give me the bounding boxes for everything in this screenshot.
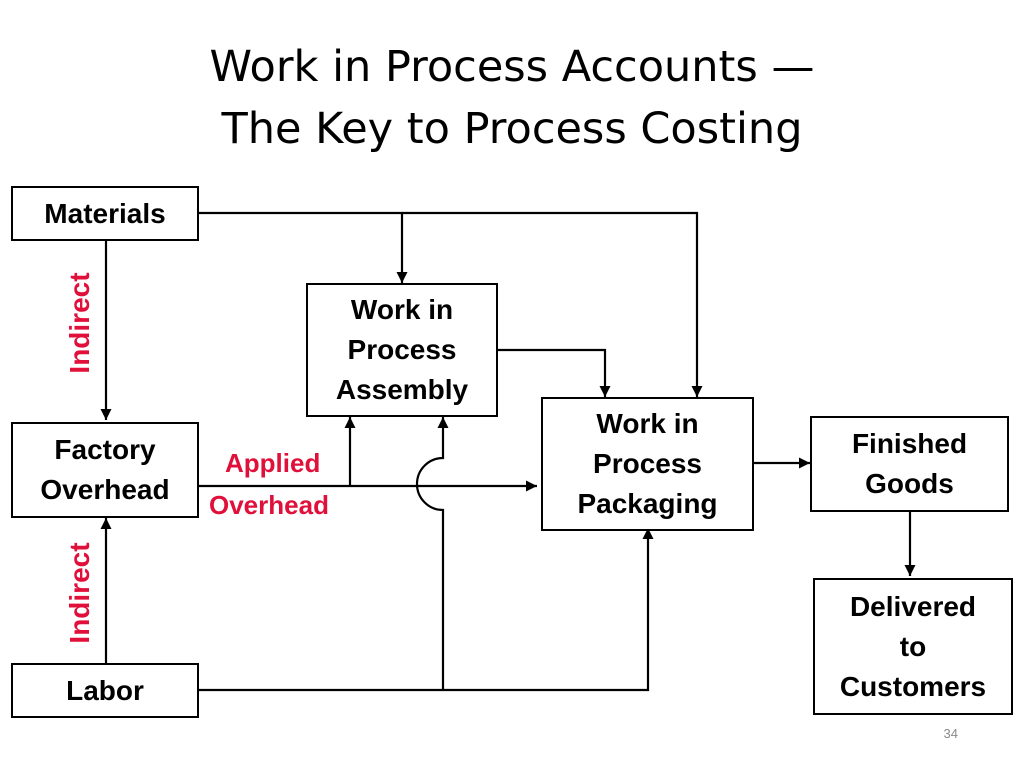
materials-label: Materials	[44, 197, 166, 229]
labor-to-assembly-line	[415, 417, 449, 690]
factory-overhead-box: Factory Overhead	[11, 422, 199, 518]
materials-box: Materials	[11, 186, 199, 241]
labor-main-line	[199, 528, 654, 692]
delivered-label-line-1: Delivered	[849, 590, 977, 622]
applied-label: Applied	[225, 448, 321, 478]
factory-overhead-label-line-2: Overhead	[40, 474, 170, 505]
wip-assembly-to-packaging-line	[498, 348, 611, 397]
wip-assembly-label-line-3: Assembly	[335, 374, 469, 405]
finished-goods-label-line-2: Goods	[865, 468, 954, 499]
delivered-to-customers-box: Delivered to Customers	[813, 578, 1013, 715]
wip-packaging-label-line-1: Work in	[596, 408, 699, 439]
wip-packaging-label-line-3: Packaging	[577, 488, 718, 519]
title-line-2: The Key to Process Costing	[221, 104, 803, 154]
title-line-1: Work in Process Accounts —	[209, 42, 815, 92]
factory-overhead-label-line-1: Factory	[54, 434, 156, 465]
wip-assembly-label-line-1: Work in	[350, 294, 454, 325]
labor-box: Labor	[11, 663, 199, 718]
slide-title: Work in Process Accounts — The Key to Pr…	[0, 36, 1024, 160]
wip-packaging-label-line-2: Process	[593, 448, 702, 479]
materials-to-wip-packaging-line	[402, 211, 703, 397]
delivered-label-line-2: to	[899, 630, 927, 662]
wip-assembly-label-line-2: Process	[347, 334, 457, 365]
indirect-labor-label: Indirect	[64, 542, 95, 644]
finished-goods-label-line-1: Finished	[851, 428, 968, 459]
delivered-label-line-3: Customers	[839, 670, 987, 702]
labor-label: Labor	[66, 674, 144, 706]
slide-number: 34	[943, 726, 958, 741]
finished-goods-box: Finished Goods	[810, 416, 1009, 512]
materials-to-wip-assembly-line	[199, 211, 408, 283]
overhead-label: Overhead	[209, 490, 329, 520]
indirect-materials-label: Indirect	[64, 272, 95, 374]
wip-packaging-box: Work in Process Packaging	[541, 397, 754, 531]
wip-assembly-box: Work in Process Assembly	[306, 283, 498, 417]
